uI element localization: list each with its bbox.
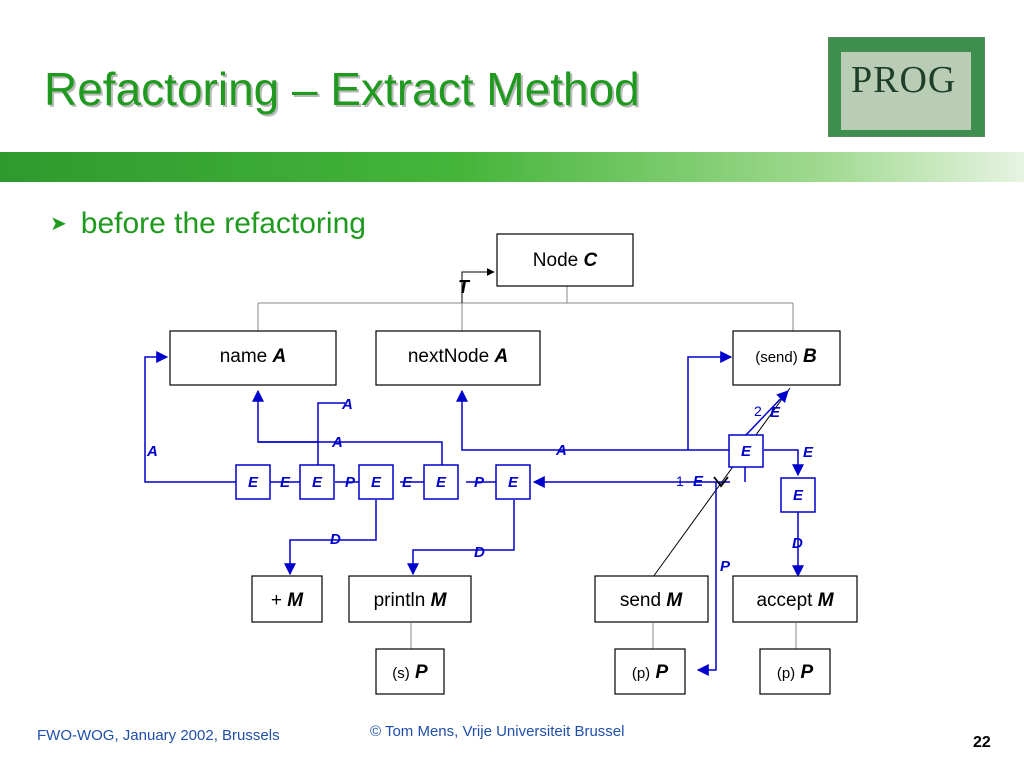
s-p-type: P [415,662,428,683]
edge-number: 1 [676,473,684,489]
e-box-label: E [248,474,259,491]
name-type: A [272,346,287,367]
green-band [0,152,1024,182]
p-p1-type: P [655,662,668,683]
accept-label: accept [756,590,813,611]
accept-type: M [818,590,835,611]
p-p2-box [759,648,831,695]
e-box-label: E [508,474,519,491]
p-p1-box [614,648,686,695]
p-p1-label: (p) [632,665,650,682]
send-b-label: (send) [755,349,798,366]
e-box [495,464,531,500]
plus-label: + [271,590,282,611]
svg-text:(s) P: (s) P [392,662,428,683]
name-box [169,330,337,386]
edge-label-e: E [280,474,291,491]
name-label: name [220,346,268,367]
svg-text:(send) B: (send) B [755,346,817,367]
edge-label-a: A [341,396,353,413]
e-box [728,434,764,468]
e-box [780,477,816,513]
e-box-label: E [436,474,447,491]
bullet-item: ➤ before the refactoring [50,207,366,241]
s-p-box [375,648,445,695]
edge-label-e: E [770,404,781,421]
nextnode-type: A [493,346,508,367]
e-box-label: E [371,474,382,491]
e-box [299,464,335,500]
e-box [235,464,271,500]
edge-label-d: D [792,535,803,552]
e-box-label: E [793,487,804,504]
footer-copyright: © Tom Mens, Vrije Universiteit Brussel [370,723,625,740]
bullet-text: before the refactoring [80,207,366,240]
logo-text: PROG [851,59,957,101]
page-number: 22 [973,734,991,751]
node-label: Node [533,250,578,271]
send-m-type: M [666,590,683,611]
nextnode-box [375,330,541,386]
footer-left: FWO-WOG, January 2002, Brussels [37,727,280,744]
send-b-type: B [803,346,817,367]
svg-text:Node C: Node C [533,250,598,271]
println-label: println [374,590,426,611]
prog-logo: PROG [828,37,985,137]
edge-label-p: P [720,558,731,575]
edge-label-p: P [474,474,485,491]
slide-title: Refactoring – Extract Method [44,63,640,115]
accept-box [732,575,858,623]
svg-text:name A: name A [220,346,287,367]
svg-text:(p) P: (p) P [777,662,814,683]
s-p-label: (s) [392,665,410,682]
atomium-icon [841,52,971,130]
edge-label-e: E [803,444,814,461]
e-box-label: E [741,443,752,460]
plus-type: M [287,590,304,611]
svg-text:+ M: + M [271,590,304,611]
svg-text:nextNode A: nextNode A [408,346,508,367]
bullet-arrow-icon: ➤ [50,213,67,235]
edge-label-e: E [402,474,413,491]
edge-label-a: A [146,443,158,460]
edge-label-a: A [555,442,567,459]
e-box-label: E [312,474,323,491]
node-box [496,233,634,287]
edge-number: 2 [754,403,762,419]
edge-label-t: T [458,277,471,297]
e-box [423,464,459,500]
edge-label-a: A [331,434,343,451]
send-b-box [732,330,841,386]
svg-text:(p) P: (p) P [632,662,669,683]
send-m-box [594,575,709,623]
p-p2-label: (p) [777,665,795,682]
println-type: M [431,590,448,611]
nextnode-label: nextNode [408,346,489,367]
svg-text:send M: send M [620,590,683,611]
edge-label-d: D [474,544,485,561]
node-type: C [583,250,597,271]
e-box [358,464,394,500]
p-p2-type: P [800,662,813,683]
svg-text:accept M: accept M [756,590,834,611]
send-m-label: send [620,590,661,611]
println-box [348,575,472,623]
edge-label-d: D [330,531,341,548]
plus-box [251,575,323,623]
svg-text:println M: println M [374,590,448,611]
edge-label-e: E [693,473,704,490]
edge-label-p: P [345,474,356,491]
